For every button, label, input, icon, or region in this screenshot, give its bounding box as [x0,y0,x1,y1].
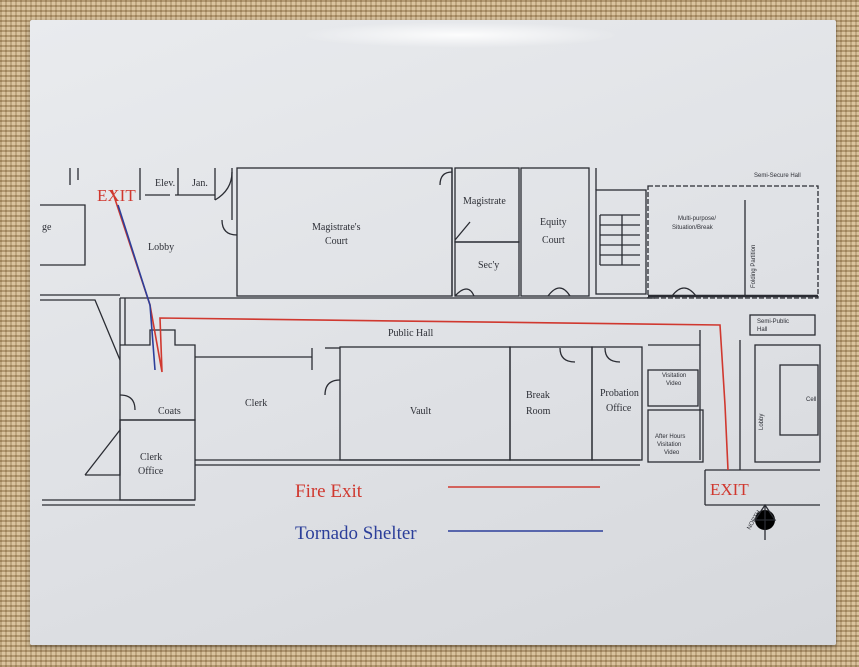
break-room-label-2: Room [526,406,551,417]
cell-label: Cell [806,397,816,403]
magistrates-court-label-2: Court [325,236,348,247]
jan-label: Jan. [192,178,208,189]
after-hours-label-3: Video [664,450,680,456]
plan-walls [40,167,821,540]
clerk-office-label-2: Office [138,466,164,477]
exit-label-top: EXIT [97,186,136,205]
secy-label: Sec'y [478,260,499,271]
coats-label: Coats [158,406,181,417]
multipurpose-label-1: Multi-purpose/ [678,216,716,222]
magistrate-label: Magistrate [463,196,506,207]
probation-office-label-1: Probation [600,388,639,399]
equity-court-label-1: Equity [540,217,567,228]
lobby-right-label: Lobby [759,414,765,430]
probation-office-label-2: Office [606,403,632,414]
clerk-office-label-1: Clerk [140,452,162,463]
legend-tornado-shelter: Tornado Shelter [295,523,417,544]
semi-secure-hall-label: Semi-Secure Hall [754,173,801,179]
after-hours-label-1: After Hours [655,434,685,440]
semi-public-hall-label-2: Hall [757,327,767,333]
magistrates-court-label-1: Magistrate's [312,222,361,233]
ge-label: ge [42,222,52,233]
visitation-video-label-1: Visitation [662,373,686,379]
folding-partition-label: Folding Partition [751,245,757,288]
multipurpose-label-2: Situation/Break [672,225,714,231]
equity-court-label-2: Court [542,235,565,246]
vault-label: Vault [410,406,431,417]
public-hall-label: Public Hall [388,328,433,339]
legend-fire-exit: Fire Exit [295,481,363,502]
exit-label-bottom: EXIT [710,480,749,499]
after-hours-label-2: Visitation [657,442,681,448]
elev-label: Elev. [155,178,175,189]
lobby-label: Lobby [148,242,174,253]
floor-plan-sheet [30,20,836,645]
semi-public-hall-label-1: Semi-Public [757,319,789,325]
clerk-label: Clerk [245,398,267,409]
break-room-label-1: Break [526,390,550,401]
visitation-video-label-2: Video [666,381,682,387]
tornado-shelter-route [117,204,156,371]
